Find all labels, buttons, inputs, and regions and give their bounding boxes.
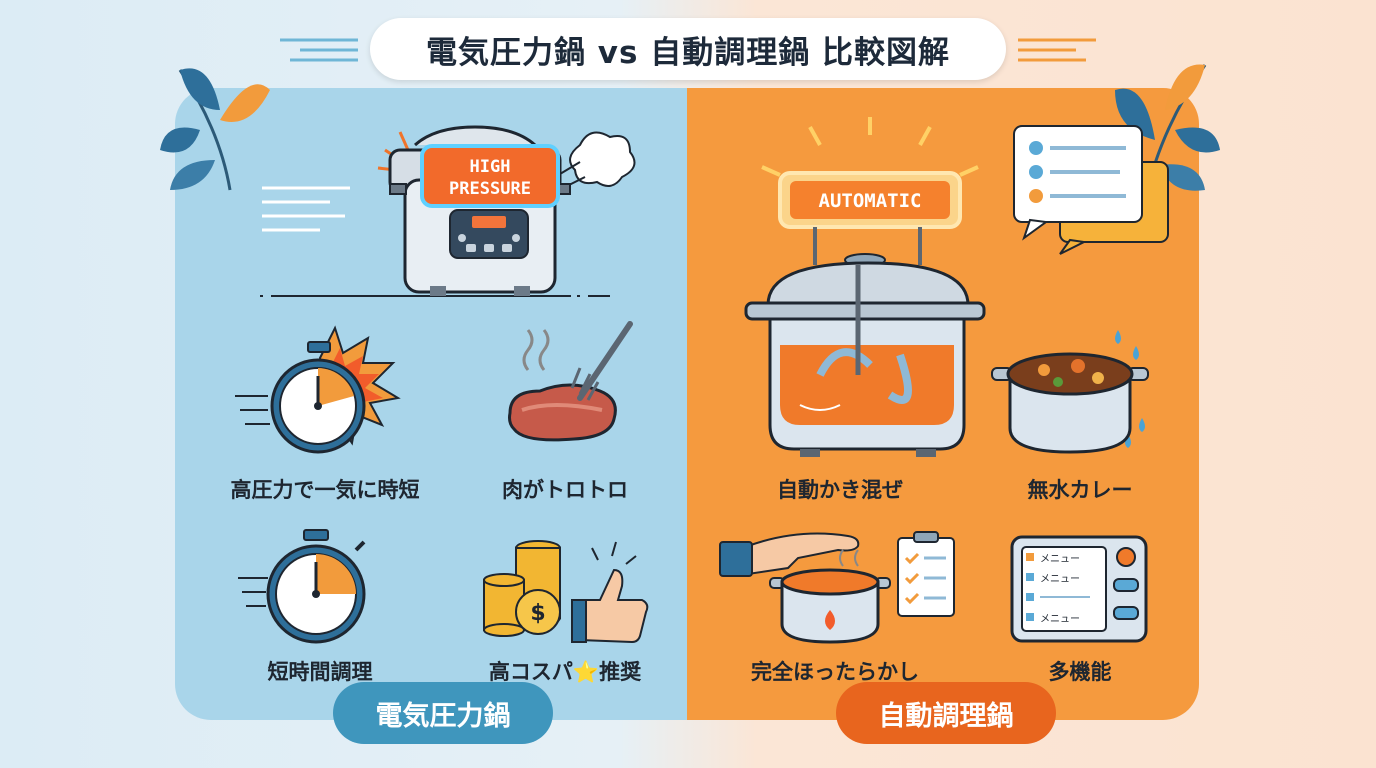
- feature-label-short-cooking: 短時間調理: [267, 660, 373, 684]
- menu-item-1: メニュー: [1040, 554, 1080, 565]
- title-lines-left-icon: [280, 38, 358, 62]
- title-lines-right-icon: [1018, 38, 1096, 62]
- meat-fork-icon: [508, 321, 633, 442]
- menu-panel-icon: メニュー メニュー メニュー: [1010, 535, 1148, 643]
- leaf-decoration-right-icon: [1115, 64, 1220, 201]
- feature-label-cost-performance: 高コスパ⭐推奨: [488, 660, 642, 684]
- stopwatch-burst-icon: [235, 325, 401, 454]
- menu-item-2: メニュー: [1040, 574, 1080, 585]
- left-category-tag: 電気圧力鍋: [333, 682, 553, 744]
- screen-automatic-text: AUTOMATIC: [819, 190, 922, 212]
- right-category-tag: 自動調理鍋: [836, 682, 1056, 744]
- coins-thumbs-up-icon: $: [483, 540, 649, 644]
- screen-pressure-text: PRESSURE: [449, 179, 531, 199]
- curry-pot-icon: [991, 330, 1149, 454]
- feature-label-hands-off: 完全ほったらかし: [751, 660, 919, 684]
- chat-bubble-icon: [1013, 125, 1169, 255]
- hand-pot-icon: [719, 531, 955, 644]
- svg-text:$: $: [530, 601, 545, 626]
- page-title: 電気圧力鍋 vs 自動調理鍋 比較図解: [370, 18, 1006, 80]
- feature-label-tender-meat: 肉がトロトロ: [502, 478, 628, 502]
- stopwatch-icon: [238, 529, 366, 644]
- feature-label-fast-pressure: 高圧力で一気に時短: [230, 478, 420, 502]
- feature-label-multifunction: 多機能: [1048, 660, 1112, 684]
- auto-cooker-icon: AUTOMATIC: [744, 117, 986, 457]
- pressure-cooker-icon: HIGH PRESSURE: [260, 125, 636, 297]
- menu-item-3: メニュー: [1040, 614, 1080, 625]
- screen-high-text: HIGH: [470, 157, 511, 177]
- feature-label-waterless-curry: 無水カレー: [1027, 478, 1133, 502]
- feature-label-auto-stir: 自動かき混ぜ: [777, 478, 903, 502]
- leaf-decoration-left-icon: [160, 68, 270, 191]
